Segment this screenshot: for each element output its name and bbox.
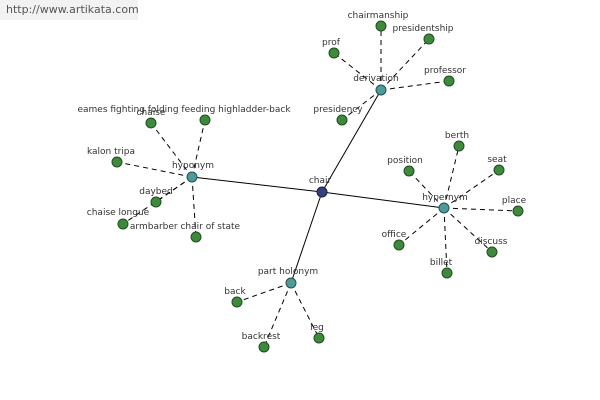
label-daybed: daybed bbox=[139, 187, 173, 197]
label-presidentship: presidentship bbox=[392, 24, 453, 34]
edge-derivation-prof bbox=[333, 52, 382, 91]
label-back: back bbox=[224, 287, 246, 297]
label-chaise-longue: chaise longue bbox=[87, 208, 150, 218]
edge-hypernym-billet bbox=[443, 207, 448, 274]
node-leg[interactable] bbox=[313, 332, 325, 344]
edge-derivation-presidentship bbox=[380, 38, 430, 91]
edge-hyponym-kalon-tripa bbox=[116, 161, 193, 178]
label-presidency: presidency bbox=[313, 105, 363, 115]
edge-hypernym-office bbox=[398, 207, 445, 246]
label-part-holonym: part holonym bbox=[258, 267, 318, 277]
label-seat: seat bbox=[487, 155, 507, 165]
node-layer: chairmanship presidentship prof professor pr… bbox=[77, 11, 527, 353]
label-office: office bbox=[382, 230, 407, 240]
label-berth: berth bbox=[445, 131, 469, 141]
label-hyponym: hyponym bbox=[172, 161, 214, 171]
edge-hypernym-place bbox=[443, 207, 519, 212]
node-derivation[interactable] bbox=[375, 84, 387, 96]
label-discuss: discuss bbox=[475, 237, 508, 247]
label-backrest: backrest bbox=[242, 332, 281, 342]
edge-hyponym-armbarber-chair-of-state bbox=[191, 176, 197, 238]
node-armbarber-chair-of-state[interactable] bbox=[190, 231, 202, 243]
label-professor: professor bbox=[424, 66, 466, 76]
node-office[interactable] bbox=[393, 239, 405, 251]
label-prof: prof bbox=[322, 38, 341, 48]
edge-chair-part-holonym bbox=[290, 191, 323, 284]
edge-part-holonym-leg bbox=[290, 282, 320, 339]
edge-hyponym-eames-fighting-folding-feeding-highladder-back bbox=[191, 119, 206, 178]
node-backrest[interactable] bbox=[258, 341, 270, 353]
watermark-url: http://www.artikata.com bbox=[0, 0, 139, 20]
edge-hypernym-discuss bbox=[443, 207, 493, 253]
node-chaise-longue[interactable] bbox=[117, 218, 129, 230]
label-position: position bbox=[387, 156, 423, 166]
label-chair: chair bbox=[309, 176, 332, 186]
node-chaise[interactable] bbox=[145, 117, 157, 129]
node-seat[interactable] bbox=[493, 164, 505, 176]
label-eames-fighting-folding-feeding-highladder-back: eames fighting folding feeding highladde… bbox=[77, 105, 291, 115]
edge-hyponym-chaise-longue bbox=[122, 176, 193, 225]
edge-part-holonym-backrest bbox=[263, 282, 292, 348]
node-hypernym[interactable] bbox=[438, 202, 450, 214]
node-billet[interactable] bbox=[441, 267, 453, 279]
label-armbarber-chair-of-state: armbarber chair of state bbox=[130, 222, 241, 232]
edge-chair-hypernym bbox=[321, 191, 445, 209]
edge-layer bbox=[116, 26, 519, 348]
edge-derivation-professor bbox=[380, 80, 450, 91]
node-discuss[interactable] bbox=[486, 246, 498, 258]
label-chaise: chaise bbox=[137, 108, 166, 118]
node-presidentship[interactable] bbox=[423, 33, 435, 45]
label-place: place bbox=[502, 196, 527, 206]
node-part-holonym[interactable] bbox=[285, 277, 297, 289]
node-berth[interactable] bbox=[453, 140, 465, 152]
node-prof[interactable] bbox=[328, 47, 340, 59]
label-hypernym: hypernym bbox=[422, 193, 468, 203]
node-chair[interactable] bbox=[316, 186, 328, 198]
node-position[interactable] bbox=[403, 165, 415, 177]
node-daybed[interactable] bbox=[150, 196, 162, 208]
node-place[interactable] bbox=[512, 205, 524, 217]
node-hyponym[interactable] bbox=[186, 171, 198, 183]
label-kalon-tripa: kalon tripa bbox=[87, 147, 135, 157]
label-derivation: derivation bbox=[353, 74, 399, 84]
node-eames-fighting-folding-feeding-highladder-back[interactable] bbox=[199, 114, 211, 126]
edge-part-holonym-back bbox=[236, 282, 292, 303]
edge-chair-hyponym bbox=[191, 176, 323, 193]
edge-hypernym-berth bbox=[443, 145, 460, 209]
node-chairmanship[interactable] bbox=[375, 20, 387, 32]
label-leg: leg bbox=[310, 323, 324, 333]
edge-chair-derivation bbox=[321, 89, 382, 193]
node-back[interactable] bbox=[231, 296, 243, 308]
node-professor[interactable] bbox=[443, 75, 455, 87]
label-chairmanship: chairmanship bbox=[348, 11, 409, 21]
node-kalon-tripa[interactable] bbox=[111, 156, 123, 168]
node-presidency[interactable] bbox=[336, 114, 348, 126]
edge-hyponym-chaise bbox=[150, 122, 193, 178]
label-billet: billet bbox=[430, 258, 453, 268]
edge-hypernym-seat bbox=[443, 169, 500, 209]
